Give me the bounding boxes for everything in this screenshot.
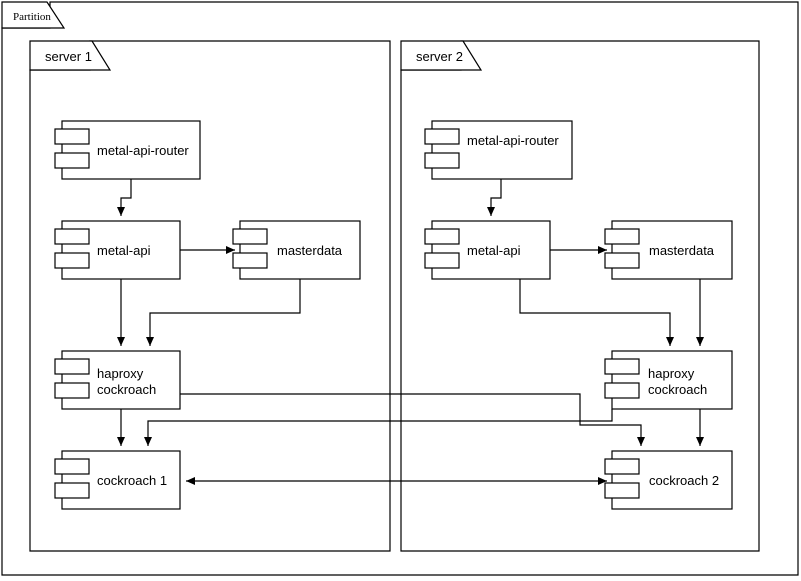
component-port-icon: [54, 458, 90, 475]
connection-masterdata1-to-haproxy1: [146, 279, 301, 346]
component-port-icon: [424, 152, 460, 169]
component-metal-api-router-2[interactable]: metal-api-router: [424, 120, 573, 180]
server-2-label: server 2: [416, 49, 463, 64]
component-label-line-1: haproxy: [97, 366, 144, 381]
partition-label: Partition: [13, 11, 51, 23]
component-port-icon: [232, 228, 268, 245]
component-port-icon: [54, 128, 90, 145]
component-port-icon: [604, 482, 640, 499]
component-port-icon: [54, 252, 90, 269]
component-port-icon: [604, 228, 640, 245]
component-port-icon: [54, 152, 90, 169]
component-port-icon: [604, 252, 640, 269]
component-port-icon: [54, 382, 90, 399]
component-port-icon: [54, 358, 90, 375]
component-label: metal-api: [467, 243, 521, 258]
component-metal-api-2[interactable]: metal-api: [424, 220, 551, 280]
component-label: metal-api: [97, 243, 151, 258]
component-port-icon: [54, 482, 90, 499]
component-label: cockroach 1: [97, 473, 167, 488]
component-port-icon: [54, 228, 90, 245]
connection-router1-to-metalapi1: [117, 179, 132, 216]
component-port-icon: [424, 228, 460, 245]
component-label-line-1: haproxy: [648, 366, 695, 381]
component-label: masterdata: [649, 243, 715, 258]
component-port-icon: [604, 382, 640, 399]
connection-haproxy1-to-cockroach2: [180, 393, 645, 446]
component-metal-api-router-1[interactable]: metal-api-router: [54, 120, 201, 180]
connection-haproxy2-to-cockroach1: [144, 409, 613, 446]
server-1-label: server 1: [45, 49, 92, 64]
component-label: masterdata: [277, 243, 343, 258]
component-port-icon: [424, 128, 460, 145]
connection-router2-to-metalapi2: [487, 179, 502, 216]
component-masterdata-2[interactable]: masterdata: [604, 220, 733, 280]
component-metal-api-1[interactable]: metal-api: [54, 220, 181, 280]
component-haproxy-cockroach-2[interactable]: haproxy cockroach: [604, 350, 733, 410]
component-port-icon: [232, 252, 268, 269]
component-label: metal-api-router: [467, 133, 559, 148]
component-masterdata-1[interactable]: masterdata: [232, 220, 361, 280]
component-cockroach-1[interactable]: cockroach 1: [54, 450, 181, 510]
component-port-icon: [424, 252, 460, 269]
component-haproxy-cockroach-1[interactable]: haproxy cockroach: [54, 350, 181, 410]
component-port-icon: [604, 458, 640, 475]
connection-metalapi2-to-haproxy2: [519, 279, 674, 346]
component-label: cockroach 2: [649, 473, 719, 488]
component-cockroach-2[interactable]: cockroach 2: [604, 450, 733, 510]
component-port-icon: [604, 358, 640, 375]
component-label-line-2: cockroach: [648, 382, 707, 397]
component-label: metal-api-router: [97, 143, 189, 158]
component-label-line-2: cockroach: [97, 382, 156, 397]
